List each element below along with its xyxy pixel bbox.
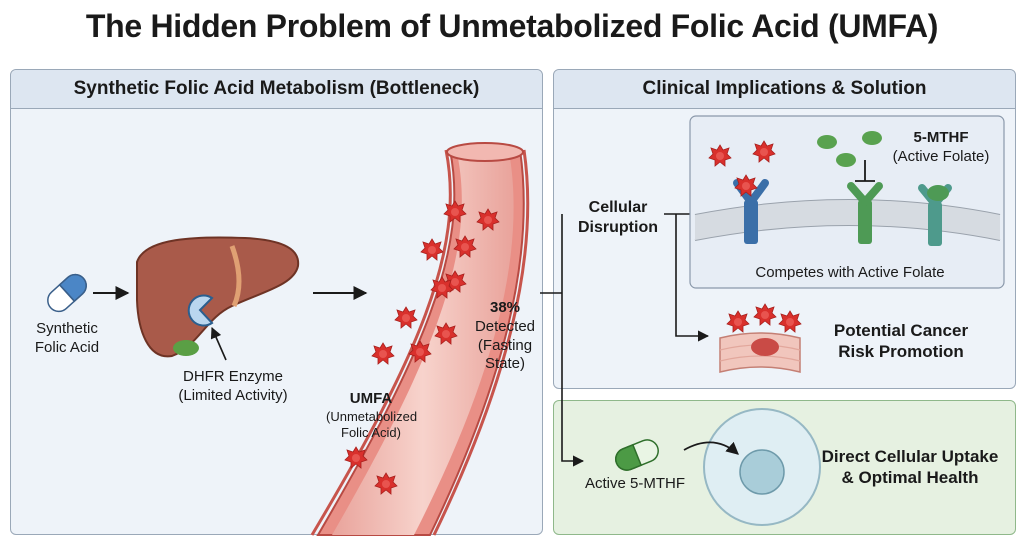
cell-membrane-icon — [694, 199, 1001, 241]
dhfr-enzyme-label: DHFR Enzyme (Limited Activity) — [168, 368, 298, 406]
umfa-title: UMFA — [349, 390, 393, 407]
synthetic-folic-acid-pill-icon — [47, 273, 87, 313]
active-5-mthf-pill-icon — [615, 439, 659, 471]
umfa-subtitle: Folic Acid) — [341, 425, 401, 440]
synthetic-folic-acid-label: Synthetic Folic Acid — [12, 320, 122, 358]
synthetic-label-line: Synthetic — [36, 320, 98, 337]
uptake-label-line: Direct Cellular Uptake — [821, 447, 999, 466]
mthf-subtitle: (Active Folate) — [892, 147, 990, 165]
cellular-label-line: Cellular — [588, 199, 648, 216]
uptake-label-line: & Optimal Health — [841, 468, 979, 488]
active-5-mthf-label: Active 5-MTHF — [584, 475, 685, 492]
cellular-disruption-label: Cellular Disruption — [566, 198, 670, 238]
metabolism-panel-header: Synthetic Folic Acid Metabolism (Bottlen… — [11, 70, 542, 109]
liver-icon — [136, 236, 300, 358]
umfa-particle-icon — [778, 310, 802, 333]
cancer-risk-label: Potential Cancer Risk Promotion — [806, 320, 996, 363]
mthf-label: 5-MTHF (Active Folate) — [878, 129, 1004, 167]
detected-percent: 38% — [489, 299, 521, 316]
cellular-uptake-label: Direct Cellular Uptake & Optimal Health — [812, 446, 1008, 489]
tissue-icon — [719, 332, 801, 373]
cellular-label-line: Disruption — [578, 219, 658, 236]
competes-label: Competes with Active Folate — [755, 264, 945, 281]
detected-text: (Fasting — [477, 336, 533, 354]
receptor-teal-icon — [918, 184, 952, 246]
active-folate-particle-icons — [817, 131, 882, 167]
detected-text: Detected — [474, 317, 536, 335]
umfa-label: UMFA (Unmetabolized Folic Acid) — [326, 390, 418, 441]
enzyme-label-line: (Limited Activity) — [178, 386, 288, 404]
umfa-particle-icon — [726, 310, 750, 333]
page-title: The Hidden Problem of Unmetabolized Foli… — [85, 8, 939, 44]
cancer-label-line: Risk Promotion — [838, 342, 964, 362]
umfa-subtitle: (Unmetabolized — [326, 408, 418, 424]
cancer-label-line: Potential Cancer — [833, 321, 969, 340]
detected-label: 38% Detected (Fasting State) — [465, 299, 545, 374]
enzyme-label-line: DHFR Enzyme — [182, 368, 283, 385]
synthetic-label-line: Folic Acid — [34, 338, 100, 356]
mthf-title: 5-MTHF — [913, 129, 969, 146]
detected-text: State) — [484, 355, 526, 373]
receptor-green-icon — [847, 160, 883, 244]
cell-icon — [703, 408, 821, 526]
clinical-panel-header: Clinical Implications & Solution — [554, 70, 1015, 109]
umfa-particle-icon — [753, 303, 777, 326]
